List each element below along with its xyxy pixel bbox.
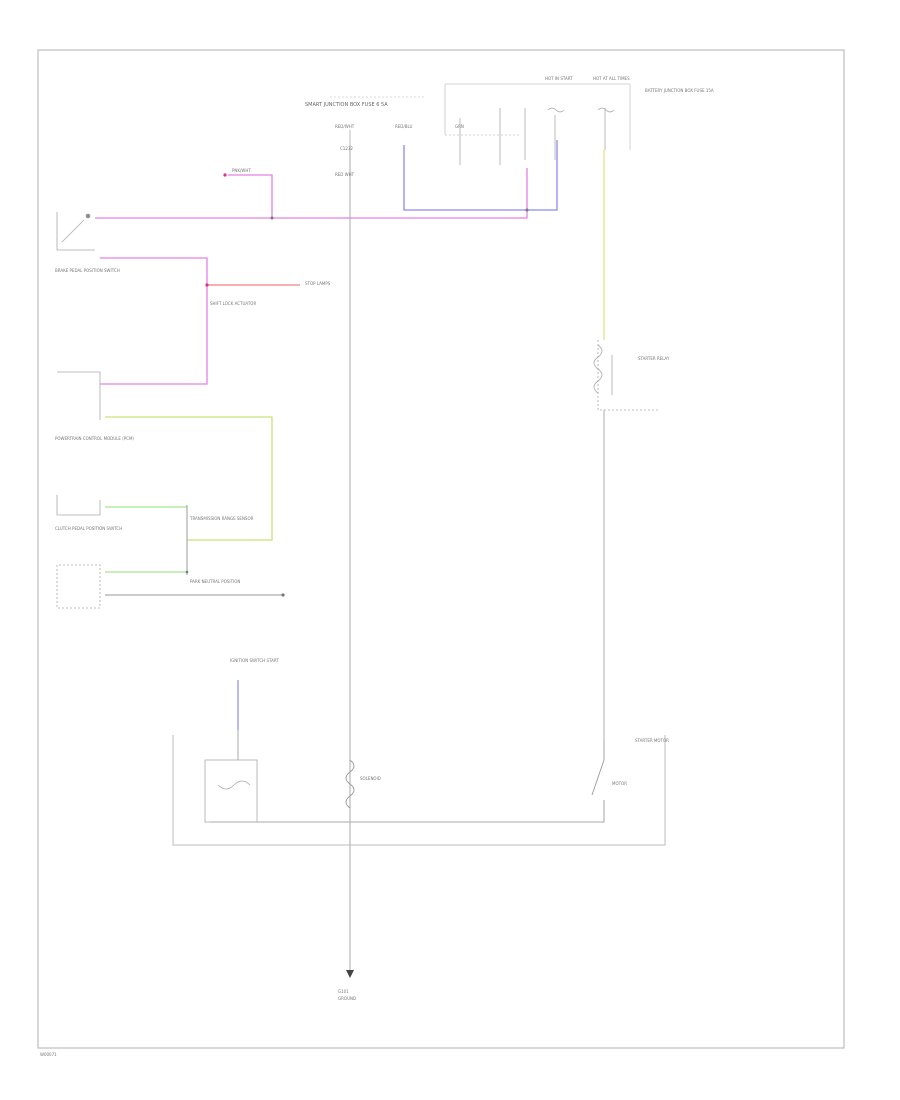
label-wire-red-wht: RED/WHT <box>335 124 355 129</box>
starter-relay-symbol <box>593 340 660 411</box>
label-ground-lower: GROUND <box>338 996 356 1001</box>
brake-pedal-switch <box>56 212 95 251</box>
wire-blue <box>403 140 558 211</box>
label-pnp: PARK NEUTRAL POSITION <box>190 579 240 584</box>
label-battery-junction: BATTERY JUNCTION BOX FUSE 15A <box>645 88 714 93</box>
label-hot-in-start: HOT IN START <box>545 76 573 81</box>
label-stop-lamps: STOP LAMPS <box>305 281 331 286</box>
label-pink-top: PNK/WHT <box>232 168 251 173</box>
tr-sensor-bracket <box>56 564 101 609</box>
diagram-border <box>37 49 845 1049</box>
label-red-wht-1: RED WHT <box>335 172 355 177</box>
label-clutch: CLUTCH PEDAL POSITION SWITCH <box>55 526 122 531</box>
label-pcm: POWERTRAIN CONTROL MODULE (PCM) <box>55 436 134 441</box>
pcm-bracket <box>57 371 101 420</box>
label-hot-at-all-times: HOT AT ALL TIMES <box>593 76 630 81</box>
label-wire-red-blu: RED/BLU <box>395 124 413 129</box>
ground-symbol <box>346 970 354 978</box>
connector-dots <box>205 173 227 287</box>
splice-dots <box>185 208 529 597</box>
label-pcm-conn: C1232 <box>340 146 353 151</box>
figure-id: W00071 <box>40 1052 57 1057</box>
switch-contact <box>591 740 605 822</box>
solenoid-coil <box>345 759 355 809</box>
label-ground: G101 <box>338 989 349 994</box>
relay-block <box>204 759 258 823</box>
clutch-switch-bracket <box>56 495 101 516</box>
lower-module-box <box>172 735 666 846</box>
label-motor: MOTOR <box>612 781 627 786</box>
top-fuse-box-right <box>444 83 631 150</box>
label-gear-sel: TRANSMISSION RANGE SENSOR <box>189 516 254 521</box>
label-brake-pedal-switch: BRAKE PEDAL POSITION SWITCH <box>55 268 120 273</box>
label-shift-lock: SHIFT LOCK ACTUATOR <box>210 301 256 306</box>
wire-yellow-green <box>105 416 273 541</box>
label-solenoid: SOLENOID <box>360 776 381 781</box>
fuse-symbols <box>349 107 615 165</box>
label-starter-relay: STARTER RELAY <box>638 356 670 361</box>
wire-green <box>105 506 187 573</box>
label-top-left-fuse: SMART JUNCTION BOX FUSE 6 5A <box>305 102 388 108</box>
label-starter-motor: STARTER MOTOR <box>635 738 669 743</box>
wire-pink <box>95 168 528 385</box>
label-wire-grn: GRN <box>455 124 464 129</box>
label-ignition-switch: IGNITION SWITCH START <box>230 658 279 663</box>
